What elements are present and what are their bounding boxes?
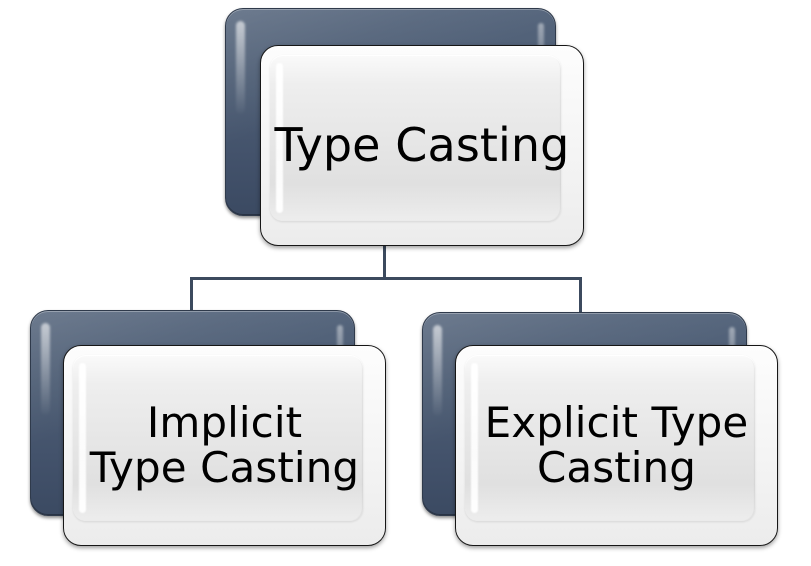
node-implicit-type-casting[interactable]: Implicit Type Casting <box>30 310 390 550</box>
node-label-type-casting: Type Casting <box>274 118 570 173</box>
connector-horizontal-bar <box>190 277 582 280</box>
node-label-implicit-type-casting: Implicit Type Casting <box>89 397 360 492</box>
connector-drop-left <box>190 277 193 313</box>
card-gloss-panel-explicit <box>465 355 755 521</box>
node-explicit-type-casting[interactable]: Explicit Type Casting <box>422 312 782 552</box>
card-front-root[interactable]: Type Casting <box>260 45 584 246</box>
card-gloss-panel-root <box>270 55 561 221</box>
node-type-casting[interactable]: Type Casting <box>225 8 585 248</box>
connector-drop-right <box>579 277 582 313</box>
card-front-explicit[interactable]: Explicit Type Casting <box>455 345 778 546</box>
node-label-explicit-type-casting: Explicit Type Casting <box>484 397 749 492</box>
connector-root-stem <box>383 243 386 279</box>
card-front-implicit[interactable]: Implicit Type Casting <box>63 345 386 546</box>
card-gloss-panel-implicit <box>73 355 363 521</box>
